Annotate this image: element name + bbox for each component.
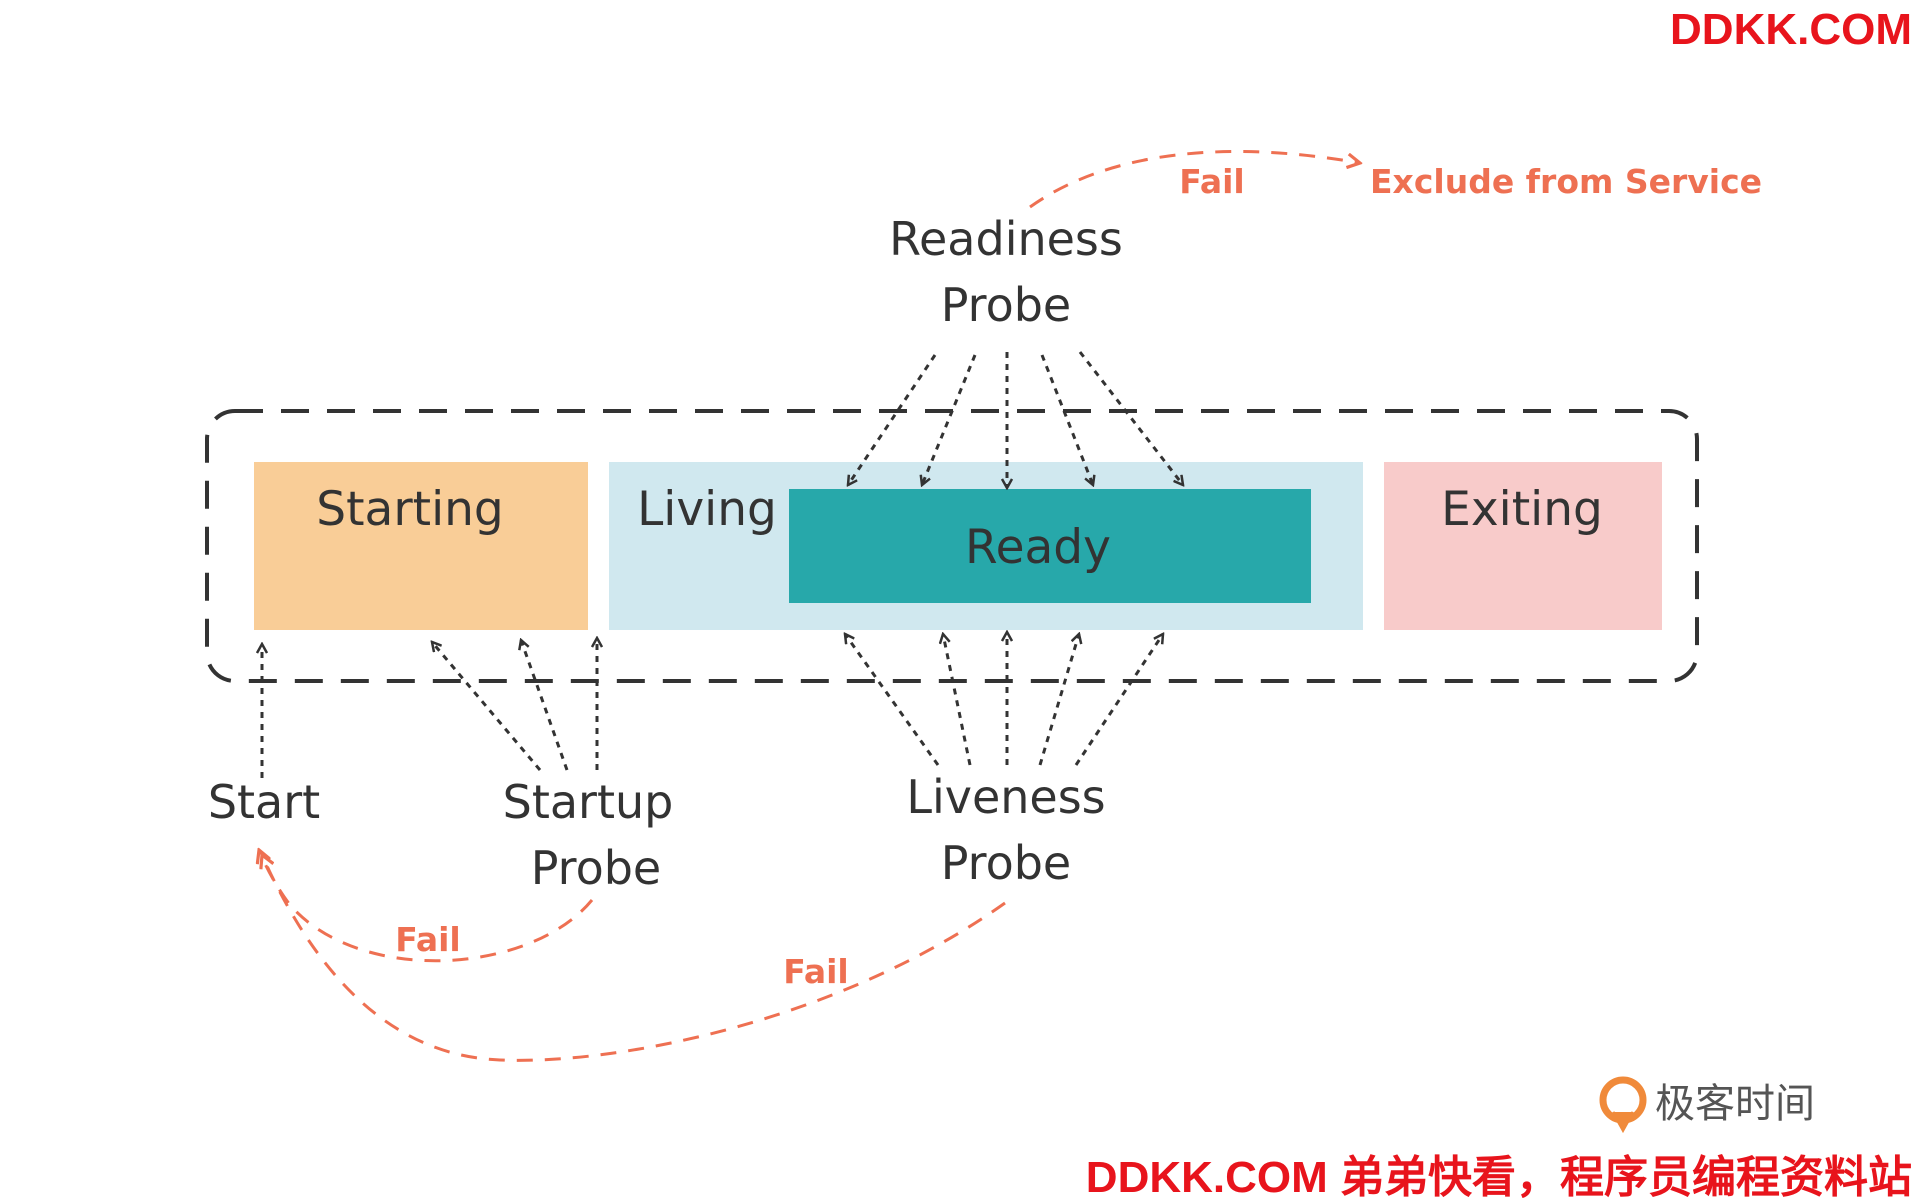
readiness-probe-arrow: [848, 354, 937, 485]
start-label: Start: [208, 775, 320, 829]
liveness-fail-label: Fail: [783, 952, 849, 991]
readiness-probe-arrow: [1078, 351, 1183, 485]
liveness-fail-arrow: [262, 855, 1006, 1062]
ready-state-box: [789, 489, 1311, 603]
exclude-from-service-label: Exclude from Service: [1370, 162, 1762, 201]
startup-probe-label-line1: Startup: [503, 775, 674, 829]
exiting-state-box: [1384, 462, 1662, 630]
liveness-probe-arrow: [1074, 634, 1163, 766]
geektime-logo: 极客时间: [1599, 1076, 1815, 1134]
readiness-fail-arrow: [1029, 150, 1360, 209]
readiness-probe-label-line2: Probe: [941, 278, 1071, 332]
ready-state-label: Ready: [965, 520, 1111, 575]
startup-fail-label: Fail: [395, 920, 461, 959]
readiness-fail-label: Fail: [1179, 162, 1245, 201]
liveness-probe-label-line1: Liveness: [906, 770, 1105, 824]
startup-probe-arrow: [521, 640, 569, 771]
geektime-logo-icon: [1599, 1076, 1647, 1134]
starting-state-label: Starting: [316, 482, 504, 537]
readiness-probe-label-line1: Readiness: [889, 212, 1123, 266]
geektime-logo-text: 极客时间: [1655, 1081, 1815, 1127]
watermark-top: DDKK.COM: [1670, 5, 1912, 54]
watermark-bottom: DDKK.COM 弟弟快看，程序员编程资料站: [1086, 1153, 1912, 1200]
liveness-probe-arrow: [1038, 634, 1079, 766]
liveness-probe-arrow: [845, 634, 940, 766]
startup-probe-arrow: [432, 642, 542, 771]
starting-state-box: [254, 462, 588, 630]
startup-probe-label-line2: Probe: [531, 841, 661, 895]
liveness-probe-arrow: [943, 634, 972, 766]
exiting-state-label: Exiting: [1441, 482, 1603, 537]
living-state-label: Living: [637, 482, 777, 537]
liveness-probe-label-line2: Probe: [941, 836, 1071, 890]
